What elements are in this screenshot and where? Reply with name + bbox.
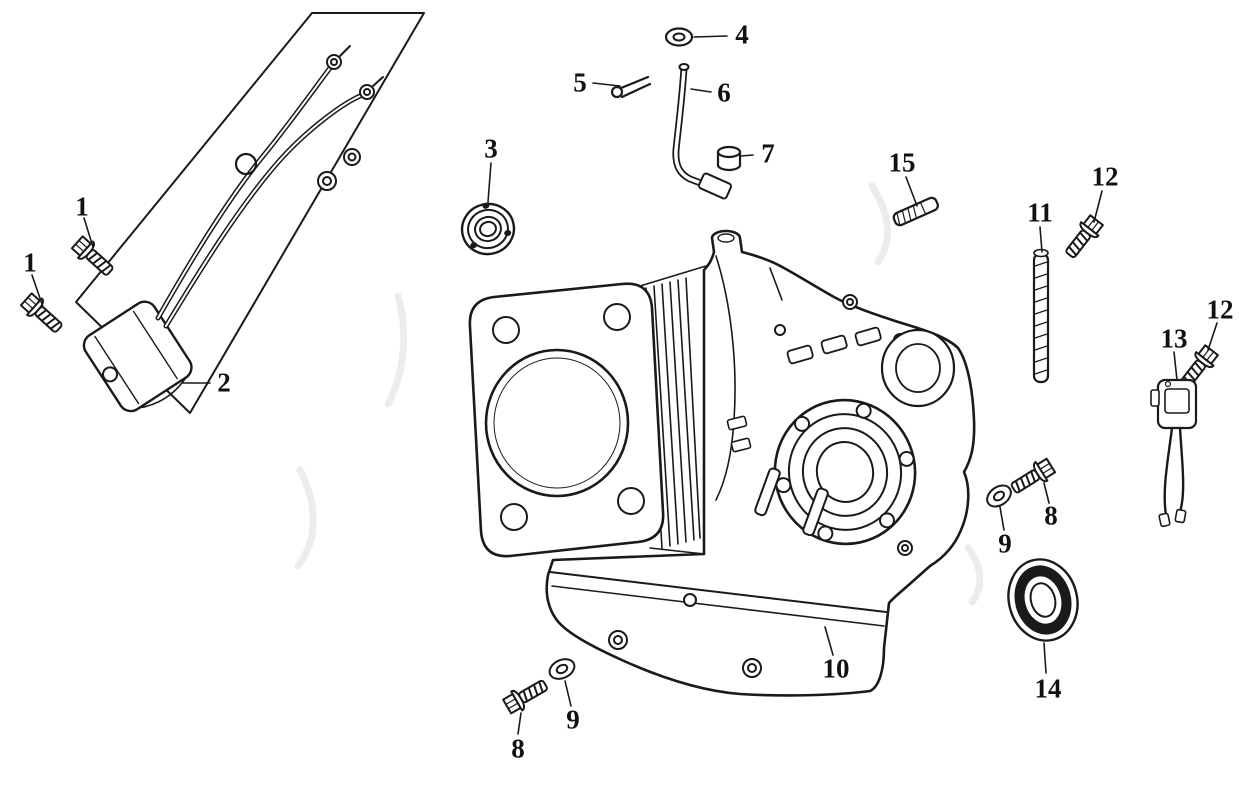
cooling-fins xyxy=(639,265,707,555)
rectifier-13 xyxy=(1150,378,1198,528)
part-label-2: 2 xyxy=(217,367,231,398)
washer-9-bottom xyxy=(545,654,579,684)
part-label-7: 7 xyxy=(761,138,775,169)
part-label-10: 10 xyxy=(822,653,850,684)
part-label-11: 11 xyxy=(1027,197,1053,228)
part-label-9-right: 9 xyxy=(998,528,1012,559)
part-label-8-bottom: 8 xyxy=(511,733,525,764)
part-label-1-lower: 1 xyxy=(23,247,37,278)
crankcase-10 xyxy=(468,229,976,697)
clip-5 xyxy=(610,75,652,99)
part-label-8-right: 8 xyxy=(1044,500,1058,531)
wire-terminals xyxy=(326,45,384,100)
bolt-8-right xyxy=(1006,455,1058,500)
watermark xyxy=(294,182,984,606)
case-studs xyxy=(754,467,829,537)
part-label-13: 13 xyxy=(1160,323,1188,354)
ignition-coil xyxy=(82,45,384,413)
washer-9-right xyxy=(982,480,1016,512)
stud-11 xyxy=(1032,248,1050,384)
part-label-1-upper: 1 xyxy=(75,191,89,222)
part-label-12-upper: 12 xyxy=(1091,161,1119,192)
part-label-3: 3 xyxy=(484,133,498,164)
stud-15 xyxy=(892,196,939,227)
bolt-12-upper xyxy=(1059,212,1107,263)
part-label-6: 6 xyxy=(717,77,731,108)
seal-washer-4 xyxy=(664,27,694,47)
bolt-1-lower xyxy=(17,290,68,338)
crankshaft-boss xyxy=(773,398,917,546)
part-label-12-right: 12 xyxy=(1206,294,1234,325)
leader-lines xyxy=(31,35,1218,735)
base-flange xyxy=(549,540,913,678)
grommets xyxy=(317,148,361,191)
cap-7 xyxy=(716,145,742,172)
part-label-5: 5 xyxy=(573,67,587,98)
part-label-4: 4 xyxy=(735,19,749,50)
bearing-3 xyxy=(460,202,516,256)
oil-seal-14 xyxy=(1007,558,1079,642)
rod-6 xyxy=(672,63,732,200)
part-label-15: 15 xyxy=(888,147,916,178)
bolt-8-bottom xyxy=(500,673,552,718)
part-label-14: 14 xyxy=(1034,673,1062,704)
part-label-9-bottom: 9 xyxy=(566,704,580,735)
cylinder-face xyxy=(468,282,665,558)
